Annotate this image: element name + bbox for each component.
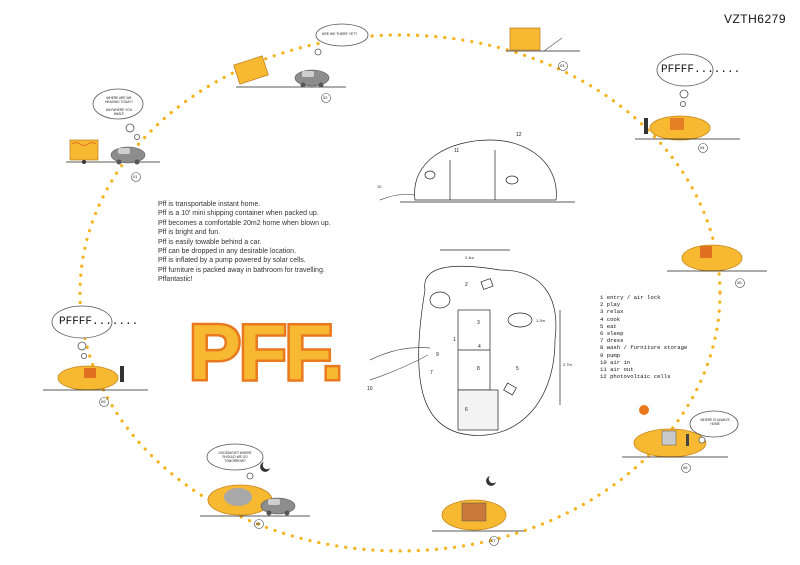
legend-item: 3 relax	[600, 308, 624, 316]
plan-label-7: 7	[430, 370, 433, 376]
description-line: Pff is transportable instant home.	[158, 201, 261, 208]
legend-item: 11 air out	[600, 366, 634, 374]
plan-label-4: 4	[478, 344, 481, 350]
moon-icon	[486, 476, 496, 486]
step-07: 07	[491, 538, 496, 543]
step-02: 02	[323, 95, 328, 100]
scene-09	[43, 365, 148, 391]
bubble-pffff-right: PFFFF.......	[661, 64, 741, 76]
scene-03	[506, 27, 580, 52]
legend-item: 4 cook	[600, 315, 621, 323]
step-08: 08	[256, 521, 261, 526]
pff-logo: PFF.	[187, 306, 346, 394]
bubble-right-low: WHERE IS ALWAYS HOME	[700, 418, 730, 426]
step-01: 01	[133, 174, 138, 179]
sun-icon	[639, 405, 649, 415]
plan-label-12: 12	[516, 132, 522, 138]
bubble-top: ARE WE THERE YET?	[322, 32, 358, 36]
scene-02	[233, 55, 346, 88]
description-line: Pffantastic!	[158, 276, 193, 284]
step-05: 05	[737, 280, 742, 285]
description-line: Pff is easily towable behind a car.	[158, 238, 262, 246]
section-sketch	[379, 139, 575, 203]
step-03: 03	[560, 63, 565, 68]
scene-08	[200, 484, 310, 517]
plan-label-9: 9	[436, 352, 439, 358]
dimension-width: 2.4m	[465, 255, 474, 260]
project-description: Pff is transportable instant home. Pff i…	[158, 200, 331, 285]
scene-07	[432, 499, 524, 532]
legend-item: 5 eat	[600, 322, 617, 330]
step-markers	[99, 61, 745, 546]
thought-bubbles	[51, 23, 739, 480]
legend-item: 1 entry / air lock	[600, 294, 661, 301]
project-code: VZTH6279	[723, 12, 786, 26]
scene-05	[667, 244, 767, 272]
bubble-topleft-2: ANYWHERE YOU WANT!	[105, 108, 133, 116]
plan-sketch	[369, 249, 561, 436]
scene-01	[66, 139, 160, 165]
step-09: 09	[101, 399, 106, 404]
bubble-pffff-left: PFFFF.......	[59, 316, 139, 328]
description-line: Pff becomes a comfortable 20m2 home when…	[158, 219, 331, 227]
step-04: 04	[700, 145, 705, 150]
step-06: 06	[683, 465, 688, 470]
legend-item: 12 photovoltaic cells	[600, 373, 671, 381]
description-line: Pff can be dropped in any desirable loca…	[158, 248, 297, 256]
plan-label-2: 2	[465, 282, 468, 288]
plan-label-11: 11	[454, 148, 460, 154]
bubble-bottom-left: GOODNIGHT! WHERE SHOULD WE GO TOMORROW?	[218, 451, 252, 463]
legend-item: 6 sleep	[600, 330, 624, 338]
description-line: Pff is bright and fun.	[158, 229, 221, 237]
description-line: Pff furniture is packed away in bathroom…	[158, 266, 325, 274]
description-line: Pff is inflated by a pump powered by sol…	[158, 257, 306, 265]
legend-item: 9 pump	[600, 351, 621, 359]
moon-icon-2	[260, 462, 270, 472]
step-10: 10	[377, 184, 382, 189]
scene-04	[635, 115, 740, 141]
plan-label-1: 1	[453, 337, 456, 343]
bubble-topleft-1: WHERE ARE WE HEADING TODAY?	[105, 96, 133, 104]
svg-text:PFF.: PFF.	[189, 308, 341, 393]
legend-item: 2 play	[600, 301, 621, 309]
legend-item: 7 dress	[600, 337, 624, 345]
plan-label-5: 5	[516, 366, 519, 372]
legend-item: 10 air in	[600, 358, 631, 366]
description-line: Pff is a 10' mini shipping container whe…	[158, 210, 319, 218]
plan-label-3: 3	[477, 320, 480, 326]
room-legend: 1 entry / air lock 2 play 3 relax 4 cook…	[600, 294, 687, 380]
legend-item: 8 wash / furniture storage	[600, 344, 688, 352]
dotted-path	[78, 33, 722, 553]
dimension-secondary: 1.2m	[536, 318, 545, 323]
dimension-depth: 2.7m	[563, 362, 572, 367]
plan-label-8: 8	[477, 366, 480, 372]
plan-label-10: 10	[367, 386, 373, 392]
plan-label-6: 6	[465, 407, 468, 413]
scene-06	[622, 428, 728, 458]
